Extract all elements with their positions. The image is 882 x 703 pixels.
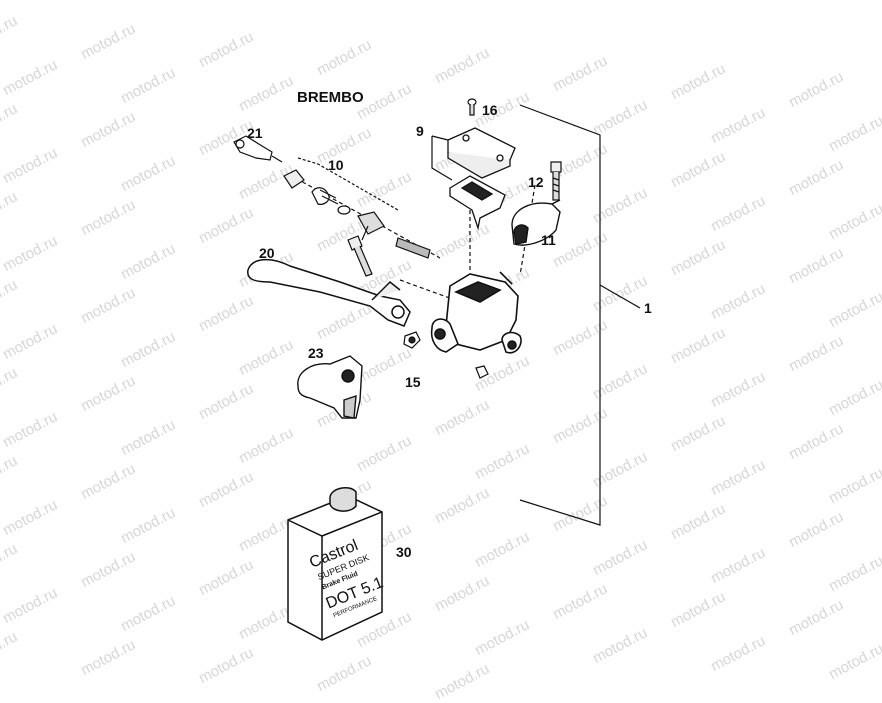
bracket-10	[297, 157, 399, 211]
exploded-view-drawing: Castrol SUPER DISK Brake Fluid DOT 5.1 P…	[233, 98, 641, 641]
brake-fluid-can-30: Castrol SUPER DISK Brake Fluid DOT 5.1 P…	[287, 486, 386, 641]
part-number-15: 15	[405, 374, 421, 390]
brand-label: BREMBO	[297, 89, 364, 106]
part-number-20: 20	[259, 245, 275, 261]
brake-lever-20	[247, 258, 411, 327]
pivot-bolt	[347, 235, 373, 277]
bracket-9	[431, 136, 453, 181]
bolt-12	[550, 161, 562, 201]
part-number-16: 16	[482, 102, 498, 118]
clamp-11	[511, 199, 561, 246]
reservoir-cap-9	[447, 127, 516, 179]
watermark-text: motod.ru	[432, 660, 493, 703]
nut-15	[403, 331, 421, 349]
leader-line-1	[599, 284, 641, 309]
part-number-12: 12	[528, 174, 544, 190]
part-number-30: 30	[396, 544, 412, 560]
screw-16	[467, 98, 477, 116]
master-cylinder	[430, 271, 522, 354]
part-number-10: 10	[328, 157, 344, 173]
switch-21	[233, 135, 283, 163]
diaphragm-9	[449, 175, 506, 231]
part-number-21: 21	[247, 125, 263, 141]
cover-23	[297, 355, 363, 419]
piston-kit-10	[283, 169, 431, 259]
small-screw	[475, 365, 489, 379]
assembly-bracket	[519, 104, 601, 526]
part-number-9: 9	[416, 123, 424, 139]
part-number-1: 1	[644, 300, 652, 316]
part-number-23: 23	[308, 345, 324, 361]
part-number-11: 11	[541, 232, 556, 248]
